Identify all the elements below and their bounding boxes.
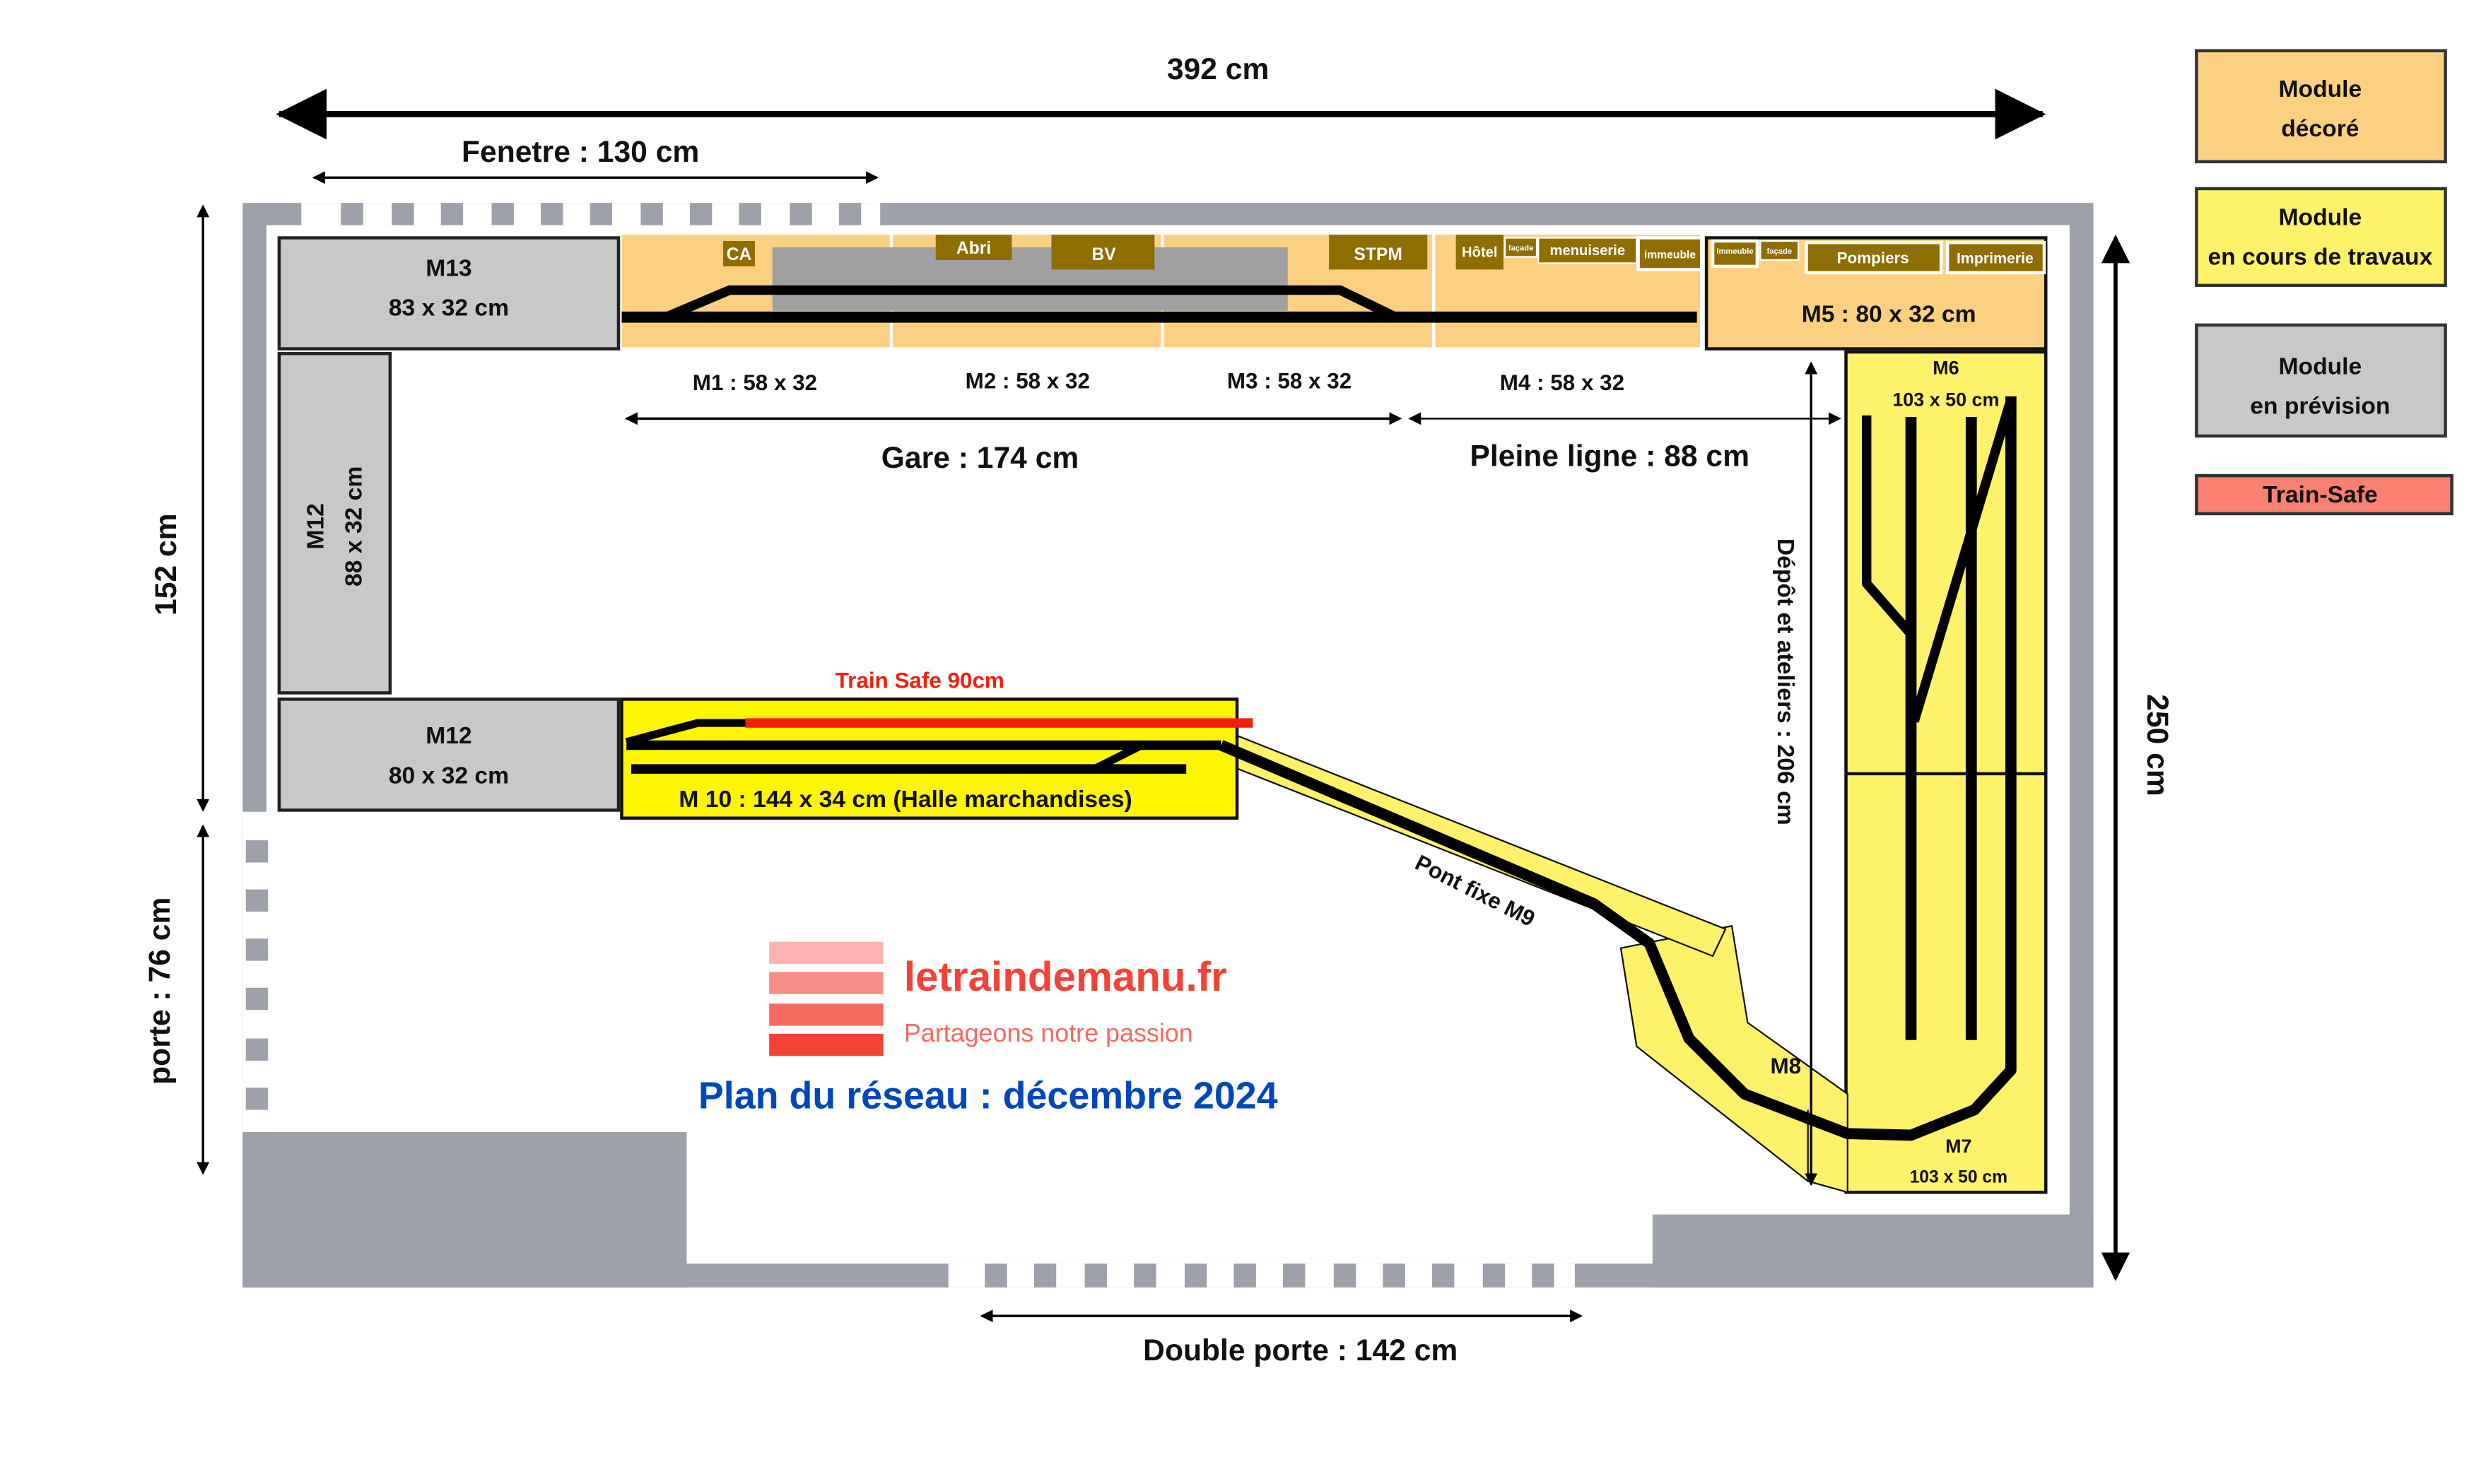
legend-label: Module	[2279, 205, 2362, 231]
door-label: porte : 76 cm	[143, 897, 177, 1085]
legend-in-progress: Module en cours de travaux	[2195, 187, 2447, 288]
m6-size: 103 x 50 cm	[1892, 389, 1999, 410]
m13-name: M13	[426, 255, 471, 281]
building-bv: BV	[1091, 245, 1116, 264]
right-height-label: 250 cm	[2140, 694, 2174, 796]
m1-label: M1 : 58 x 32	[693, 370, 817, 395]
legend: Module décoré Module en cours de travaux…	[2195, 49, 2454, 516]
building-facade: façade	[1767, 247, 1793, 256]
legend-train-safe: Train-Safe	[2195, 473, 2454, 516]
logo-bar	[769, 1033, 884, 1056]
module-m12-vertical[interactable]: M12 88 x 32 cm	[277, 352, 392, 695]
module-m12-lower[interactable]: M12 80 x 32 cm	[277, 697, 621, 812]
m10-label: M 10 : 144 x 34 cm (Halle marchandises)	[679, 787, 1132, 813]
legend-label: décoré	[2281, 116, 2359, 142]
double-door-dashes	[985, 1264, 1554, 1288]
m3-label: M3 : 58 x 32	[1227, 369, 1352, 394]
building-abri: Abri	[956, 239, 991, 258]
m5-label: M5 : 80 x 32 cm	[1802, 301, 1976, 327]
m2-label: M2 : 58 x 32	[966, 369, 1090, 394]
tracks	[621, 285, 2017, 1141]
building-facade: façade	[1508, 244, 1534, 252]
site-name[interactable]: letraindemanu.fr	[904, 954, 1227, 1000]
door-dashes	[245, 840, 269, 1110]
legend-label: Train-Safe	[2263, 482, 2378, 508]
legend-label: en prévision	[2250, 394, 2390, 420]
depot-label: Dépôt et ateliers : 206 cm	[1772, 538, 1798, 825]
building-menuiserie: menuiserie	[1550, 243, 1626, 259]
legend-label: Module	[2279, 353, 2362, 379]
total-width-label: 392 cm	[1167, 52, 1270, 86]
m7-size: 103 x 50 cm	[1910, 1168, 2007, 1187]
legend-label: Module	[2279, 76, 2362, 102]
plan-title: Plan du réseau : décembre 2024	[698, 1074, 1278, 1117]
m8-label: M8	[1770, 1054, 1801, 1078]
m12v-size: 88 x 32 cm	[341, 466, 368, 587]
module-m8[interactable]: M8	[1619, 924, 1848, 1194]
left-height-label: 152 cm	[149, 513, 183, 616]
full-line-label: Pleine ligne : 88 cm	[1470, 440, 1749, 473]
module-m10[interactable]: M 10 : 144 x 34 cm (Halle marchandises)	[620, 697, 1239, 820]
legend-label: en cours de travaux	[2208, 245, 2432, 271]
building-immeuble: immeuble	[1644, 249, 1696, 261]
train-safe-label: Train Safe 90cm	[836, 669, 1004, 693]
station-label: Gare : 174 cm	[881, 441, 1079, 475]
logo-bar	[769, 941, 884, 965]
window-dashes	[341, 203, 862, 225]
logo-bar	[769, 972, 884, 994]
site-logo[interactable]: letraindemanu.fr Partageons notre passio…	[769, 941, 1227, 1056]
double-door-label: Double porte : 142 cm	[1143, 1333, 1458, 1367]
platform	[772, 247, 1288, 285]
window-label: Fenetre : 130 cm	[462, 135, 699, 169]
m6-name: M6	[1933, 357, 1959, 378]
building-immeuble: immeuble	[1716, 247, 1753, 256]
building-imprimerie: Imprimerie	[1957, 249, 2034, 266]
logo-bar	[769, 1003, 884, 1026]
building-hotel: Hôtel	[1462, 245, 1497, 260]
building-ca: CA	[727, 245, 752, 264]
m13-size: 83 x 32 cm	[389, 295, 509, 321]
m4-label: M4 : 58 x 32	[1500, 370, 1624, 395]
building-pompiers: Pompiers	[1837, 249, 1909, 266]
m7-name: M7	[1945, 1136, 1971, 1157]
building-stpm: STPM	[1354, 245, 1402, 264]
platform	[772, 295, 1288, 311]
buildings: CA Abri BV STPM Hôtel façade menuiserie …	[723, 235, 2046, 275]
site-tagline: Partageons notre passion	[904, 1019, 1193, 1047]
legend-planned: Module en prévision	[2195, 323, 2447, 438]
m12-name: M12	[426, 723, 471, 749]
m12v-name: M12	[303, 503, 329, 549]
m12-size: 80 x 32 cm	[389, 762, 509, 789]
module-m13[interactable]: M13 83 x 32 cm	[277, 236, 621, 351]
legend-decorated: Module décoré	[2195, 49, 2447, 164]
